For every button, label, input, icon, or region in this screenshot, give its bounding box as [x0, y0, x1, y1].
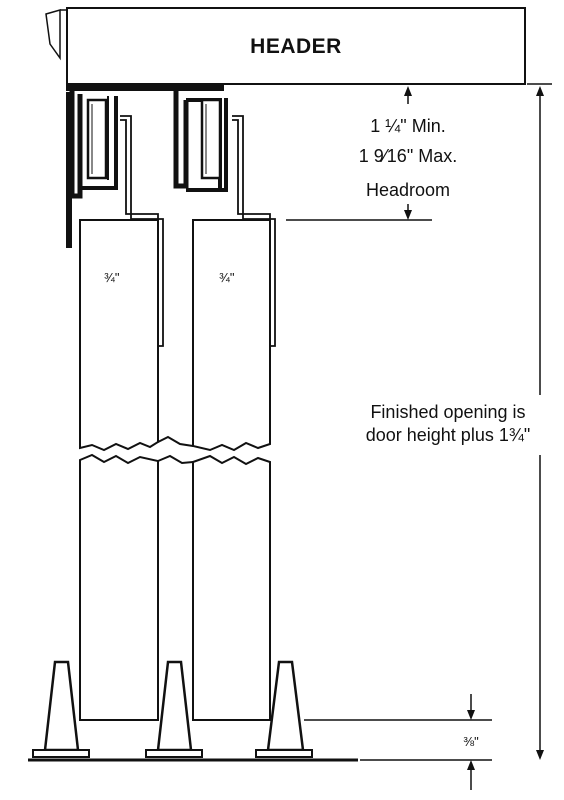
left-door: ¾" [79, 219, 159, 721]
headroom-max: 1 9⁄16" Max. [359, 146, 457, 166]
floor-gap-dimension: ⅜" [304, 694, 492, 790]
finished-opening-dimension: Finished opening is door height plus 1¾" [366, 83, 552, 760]
right-door-thickness: ¾" [219, 270, 235, 285]
header-label: HEADER [250, 35, 342, 58]
floor-guide-center [145, 660, 203, 758]
floor-guide-right [255, 660, 313, 758]
floor-gap-label: ⅜" [463, 734, 479, 749]
right-roller [200, 98, 222, 180]
right-door: ¾" [192, 219, 271, 721]
left-door-thickness: ¾" [104, 270, 120, 285]
header-torn-edge [45, 9, 61, 61]
headroom-dimension: 1 ¼" Min. 1 9⁄16" Max. Headroom [286, 86, 457, 221]
opening-line-2: door height plus 1¾" [366, 425, 531, 445]
floor-guide-left [32, 660, 90, 758]
overhead-track [66, 84, 228, 248]
break-marks [157, 435, 194, 465]
headroom-min: 1 ¼" Min. [370, 116, 445, 136]
left-hanger-bracket [120, 115, 164, 347]
header-beam: HEADER [45, 7, 526, 85]
opening-line-1: Finished opening is [370, 402, 525, 422]
right-hanger-bracket [232, 115, 276, 347]
headroom-label: Headroom [366, 180, 450, 200]
left-roller [86, 98, 108, 180]
